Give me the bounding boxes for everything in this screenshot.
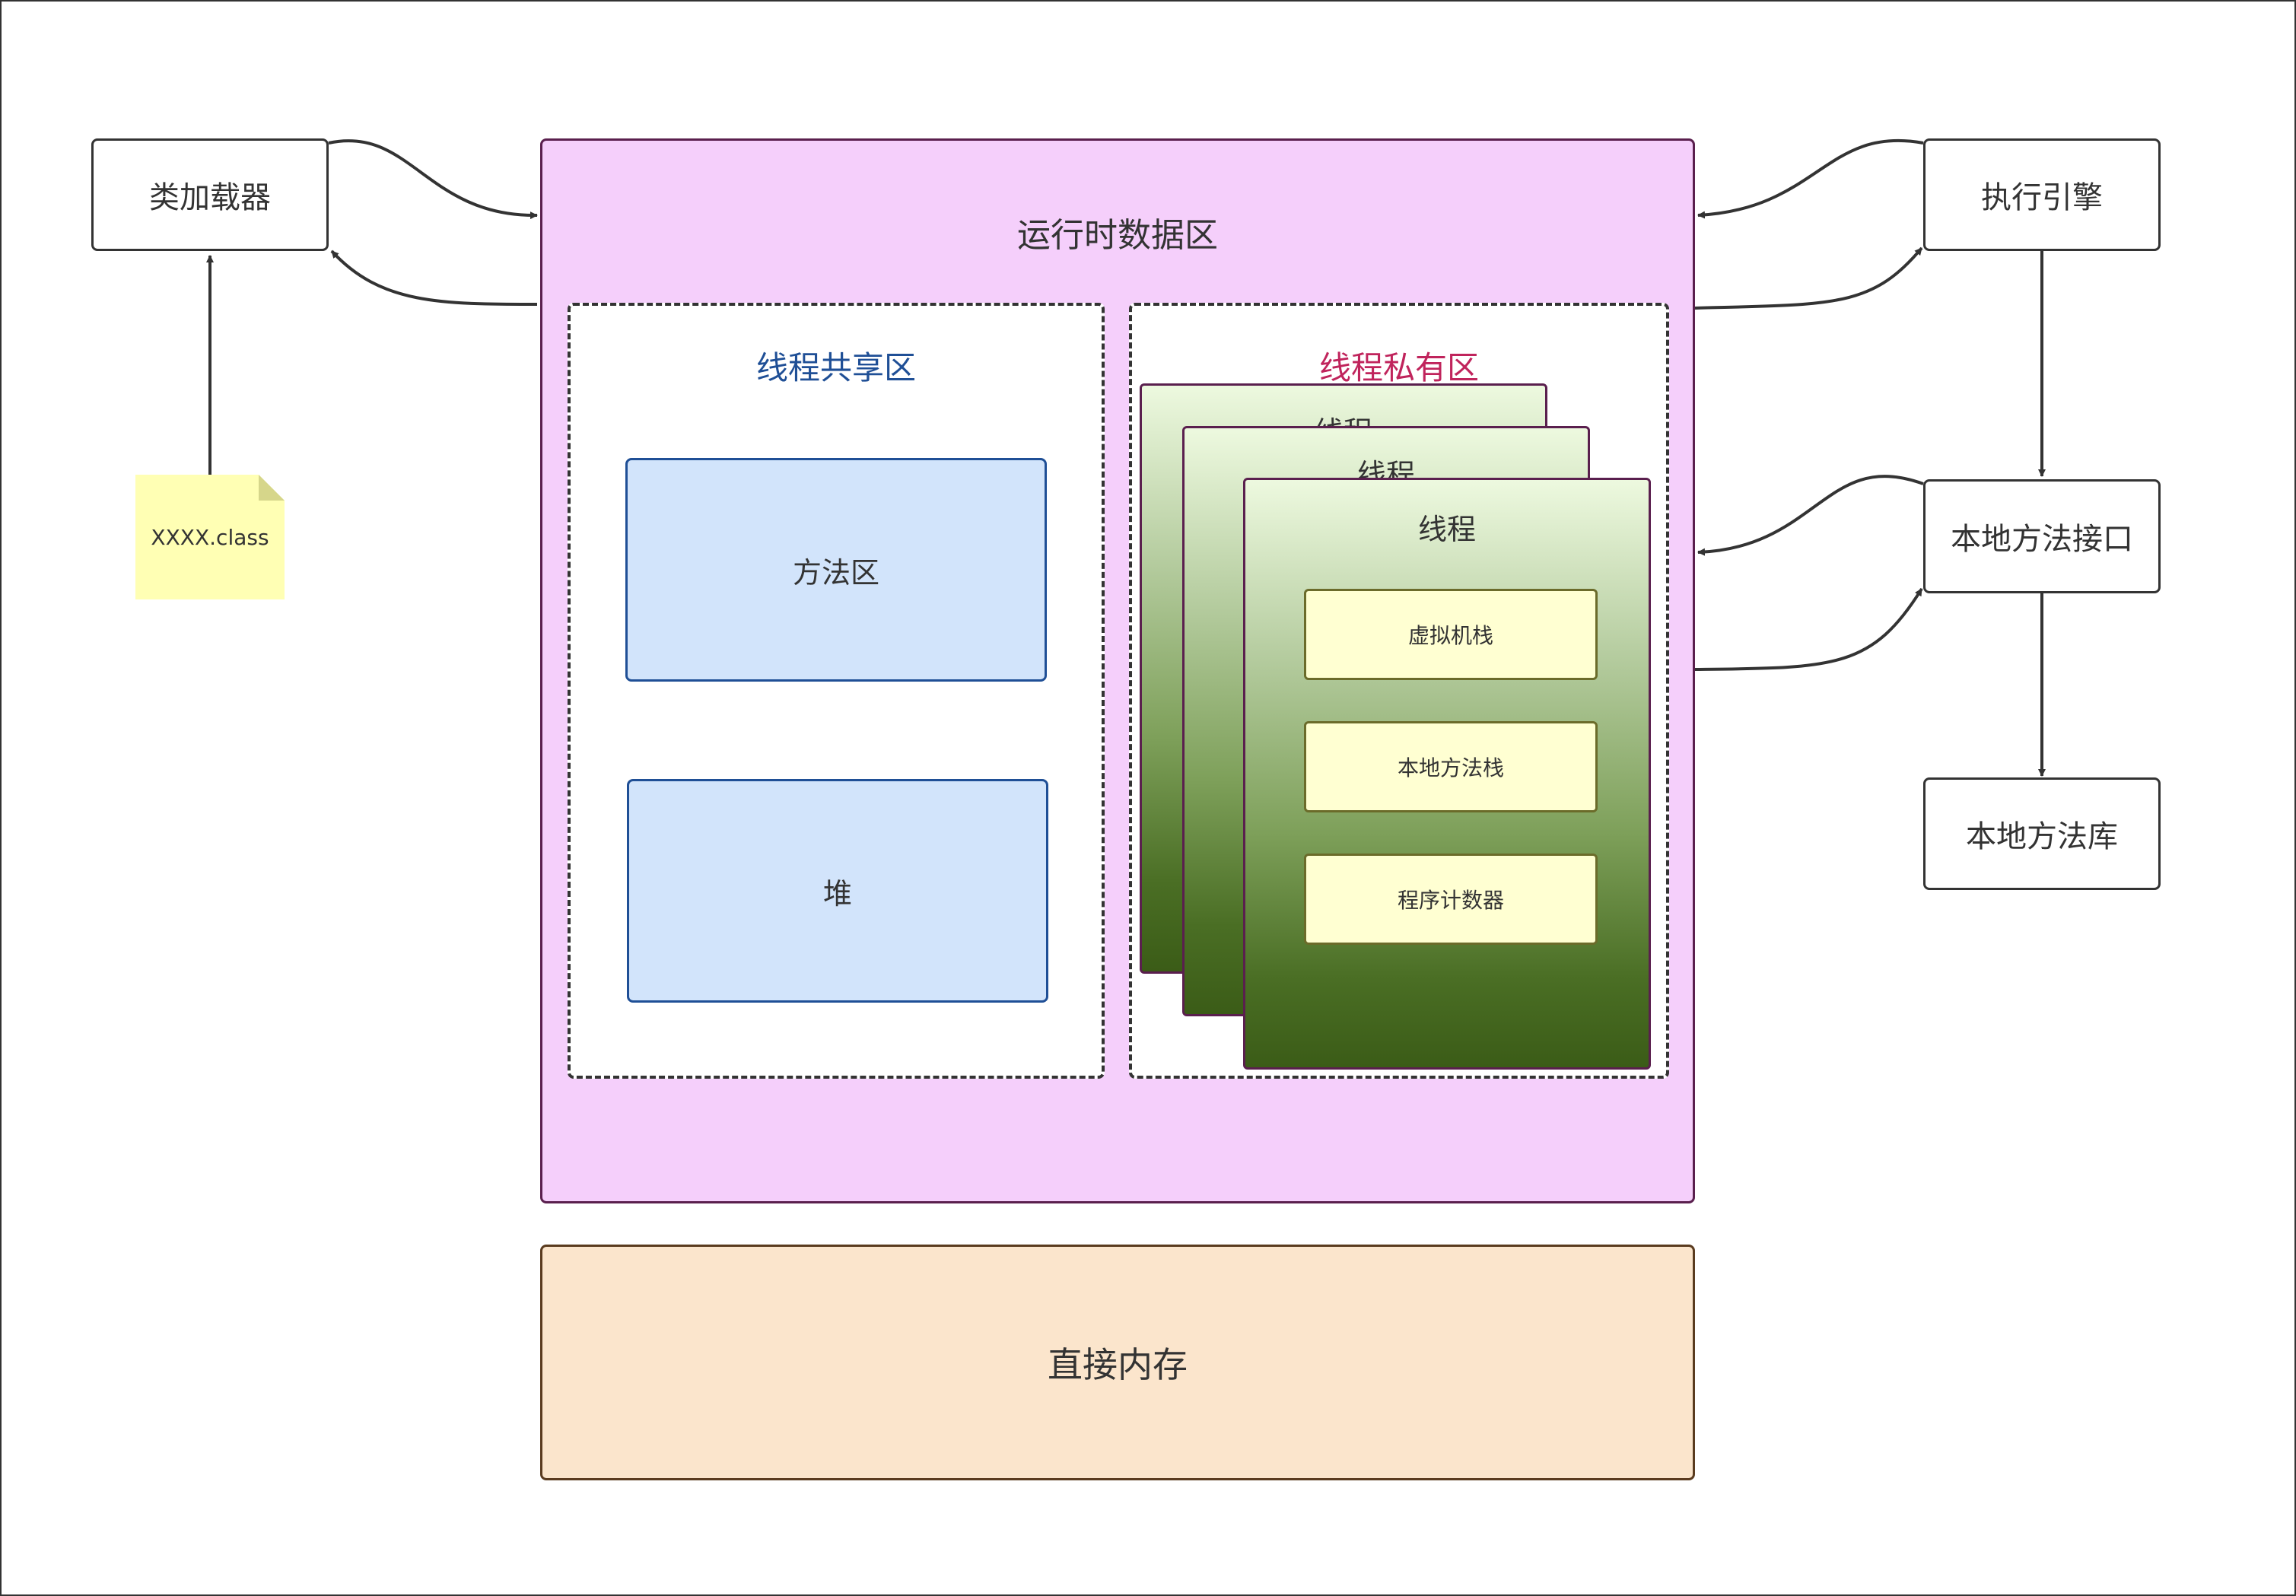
execution-engine-label: 执行引擎 xyxy=(1981,180,2103,215)
note-shape-icon xyxy=(135,475,285,599)
thread-shared-area-title: 线程共享区 xyxy=(755,349,916,386)
heap-box: 堆 xyxy=(627,779,1048,1003)
class-loader-label: 类加载器 xyxy=(149,180,271,215)
execution-engine-box: 执行引擎 xyxy=(1923,138,2161,251)
program-counter-label: 程序计数器 xyxy=(1397,888,1504,913)
method-area-label: 方法区 xyxy=(792,555,879,590)
thread-card-front-title: 线程 xyxy=(1417,513,1476,546)
native-method-stack-box: 本地方法栈 xyxy=(1304,721,1598,812)
vm-stack-label: 虚拟机栈 xyxy=(1407,623,1493,648)
method-area-box: 方法区 xyxy=(625,458,1047,682)
program-counter-box: 程序计数器 xyxy=(1304,854,1598,945)
class-file-note: XXXX.class xyxy=(135,475,285,599)
thread-private-area-title: 线程私有区 xyxy=(1318,349,1479,386)
arrow-runtime-to-interface xyxy=(1694,587,1923,671)
direct-memory-label: 直接内存 xyxy=(1048,1344,1188,1385)
arrow-interface-to-runtime xyxy=(1697,475,1924,556)
heap-label: 堆 xyxy=(822,876,852,911)
class-loader-box: 类加载器 xyxy=(91,138,329,251)
arrow-runtime-to-engine xyxy=(1694,246,1923,310)
native-method-library-box: 本地方法库 xyxy=(1923,777,2161,890)
native-method-stack-label: 本地方法栈 xyxy=(1397,755,1504,781)
direct-memory-box: 直接内存 xyxy=(540,1245,1695,1480)
arrow-loader-to-runtime xyxy=(328,139,538,220)
arrow-runtime-to-loader xyxy=(330,250,538,306)
class-file-label: XXXX.class xyxy=(151,525,269,550)
native-method-interface-box: 本地方法接口 xyxy=(1923,479,2161,593)
native-method-interface-label: 本地方法接口 xyxy=(1951,522,2133,557)
arrow-engine-to-runtime xyxy=(1697,138,1924,219)
vm-stack-box: 虚拟机栈 xyxy=(1304,589,1598,680)
native-method-library-label: 本地方法库 xyxy=(1966,819,2118,854)
runtime-data-area-title: 运行时数据区 xyxy=(1017,216,1218,255)
